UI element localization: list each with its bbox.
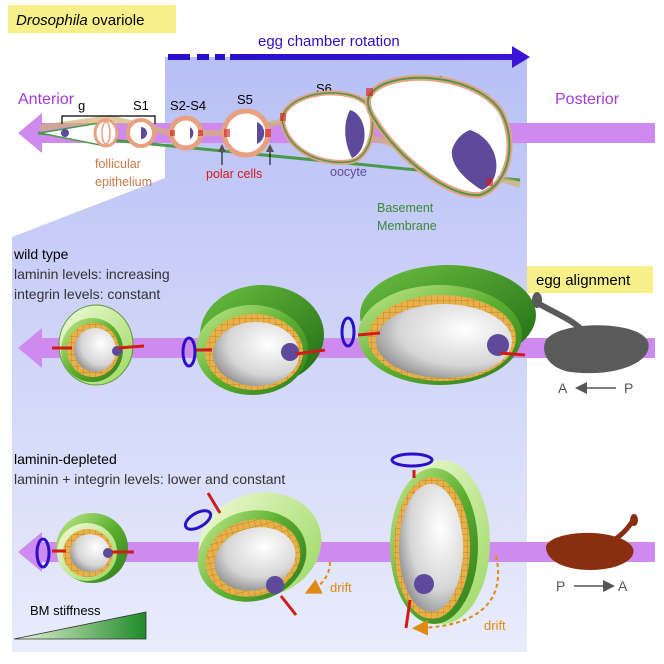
- oocyte-label: oocyte: [330, 165, 367, 179]
- stage-s1-label: S1: [133, 98, 149, 113]
- ld-axis-bar: [18, 532, 655, 572]
- chamber-s8: [364, 74, 513, 199]
- drift-label-2: drift: [484, 618, 506, 633]
- anterior-label: Anterior: [18, 91, 75, 108]
- bm-stiffness-label: BM stiffness: [30, 603, 101, 618]
- egg-alignment-label: egg alignment: [536, 272, 631, 289]
- polar-cells-label: polar cells: [206, 167, 262, 181]
- wt-a-label: A: [558, 380, 568, 396]
- stage-s5-label: S5: [237, 92, 253, 107]
- title-box: [8, 5, 176, 33]
- wt-chamber-small: [52, 304, 145, 386]
- stage-bracket: [61, 115, 156, 124]
- wild-type-integrin: integrin levels: constant: [14, 286, 160, 302]
- ld-p-label: P: [556, 578, 565, 594]
- chamber-s6: [279, 90, 376, 165]
- ld-chamber-small: [35, 513, 134, 583]
- laminin-depleted-heading: laminin-depleted: [14, 451, 117, 467]
- egg-alignment-box: [527, 266, 653, 293]
- wt-chamber-medium: [181, 285, 326, 395]
- membrane-label: Membrane: [377, 219, 437, 233]
- chamber-s1: [126, 118, 156, 148]
- drift-label-1: drift: [330, 580, 352, 595]
- stage-s2s4-label: S2-S4: [170, 98, 206, 113]
- wt-egg-shape: [532, 292, 649, 374]
- wt-p-label: P: [624, 380, 633, 396]
- basement-label: Basement: [377, 201, 434, 215]
- bm-stiffness-wedge: [13, 611, 147, 640]
- wild-type-laminin: laminin levels: increasing: [14, 266, 170, 282]
- laminin-depleted-levels: laminin + integrin levels: lower and con…: [14, 471, 285, 487]
- title: Drosophila ovariole: [16, 12, 144, 29]
- chamber-g: [93, 118, 119, 148]
- rotation-label: egg chamber rotation: [258, 33, 400, 50]
- chamber-s5: [221, 108, 271, 158]
- posterior-label: Posterior: [555, 91, 620, 108]
- stage-g-label: g: [78, 98, 85, 113]
- rotation-arrow: [168, 46, 530, 68]
- wild-type-heading: wild type: [13, 246, 69, 262]
- epithelium-label: epithelium: [95, 175, 152, 189]
- wt-chamber-large: [340, 265, 536, 385]
- ld-chamber-medium: [183, 492, 331, 616]
- chamber-s2s4: [168, 115, 204, 151]
- ld-chamber-large: [390, 452, 500, 636]
- follicular-label: follicular: [95, 157, 141, 171]
- ld-a-label: A: [618, 578, 628, 594]
- ld-egg-shape: [545, 514, 638, 570]
